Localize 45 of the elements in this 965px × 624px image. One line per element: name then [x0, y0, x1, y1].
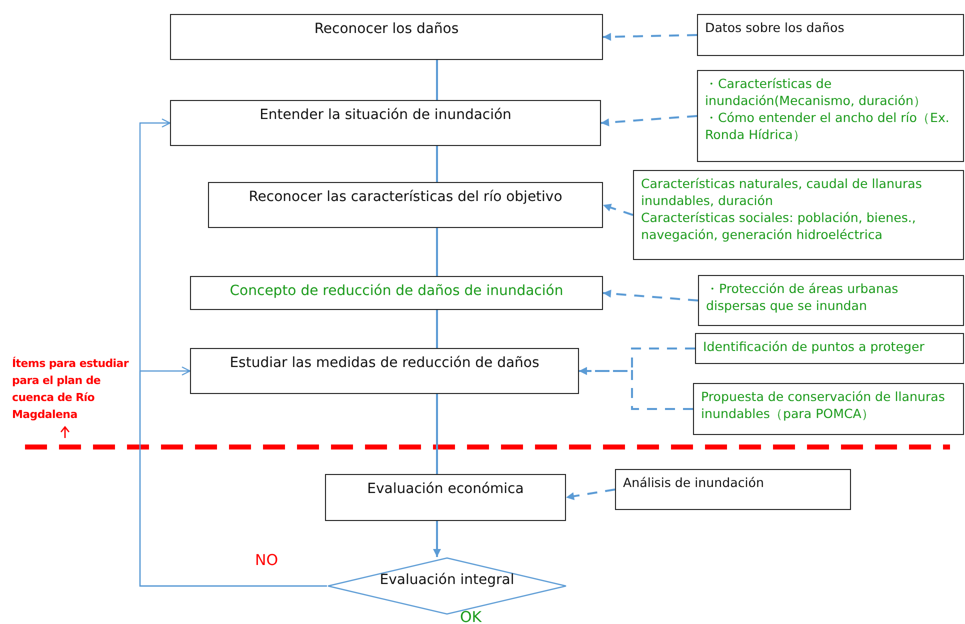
process-box [325, 474, 566, 521]
note-box [698, 275, 964, 326]
flow-line [436, 228, 438, 276]
step-text: Reconocer los daños [313, 21, 460, 37]
arrow [433, 521, 441, 557]
note-box [633, 170, 964, 260]
note-box [693, 383, 964, 435]
note-box [697, 14, 964, 56]
note-text: ・Características de inundación(Mecanismo, duración） [705, 75, 928, 109]
step-text: Reconocer las características del río objetivo [248, 189, 564, 205]
note-text: Análisis de inundación [623, 474, 765, 491]
note-text: Datos sobre los daños [705, 19, 846, 36]
dashed-arrow [602, 32, 698, 41]
edge-label: NO [255, 551, 278, 569]
note-text: Propuesta de conservación de llanuras inundables（para POMCA） [701, 388, 946, 422]
process-box [190, 276, 603, 310]
note-text: Identificación de puntos a proteger [703, 338, 926, 355]
step-text: Estudiar las medidas de reducción de daños [228, 355, 540, 371]
dashed-arrow [579, 367, 693, 410]
process-box [170, 100, 601, 146]
note-box [615, 469, 851, 510]
note-text: Características sociales: población, bienes., navegación, generación hidroeléctrica [641, 209, 917, 243]
note-box [697, 70, 964, 162]
step-text: Entender la situación de inundación [258, 107, 512, 123]
decision-text: Evaluación integral [378, 572, 516, 588]
note-text: ・Cómo entender el ancho del río（Ex. Ronda Hídrica） [705, 109, 950, 143]
note-text: ・Protección de áreas urbanas dispersas que se inundan [706, 280, 900, 314]
process-box [208, 182, 603, 228]
dashed-arrow [600, 115, 698, 126]
feedback-arrow [139, 366, 327, 587]
flow-line [436, 146, 438, 182]
flow-line [436, 60, 438, 100]
process-box [170, 14, 603, 60]
dashed-arrow [566, 488, 616, 500]
step-text: Concepto de reducción de daños de inundación [228, 283, 564, 299]
decision-label: OK [460, 608, 482, 624]
note-text: Ítems para estudiar para el plan de cuenca de Río Magdalena [12, 356, 130, 423]
dashed-arrow [602, 290, 698, 302]
dashed-arrow [602, 204, 634, 216]
step-text: Evaluación económica [366, 481, 525, 497]
flow-line [436, 310, 438, 348]
flow-line [436, 394, 438, 474]
note-text: Características naturales, caudal de llanuras inundables, duración [641, 175, 923, 209]
note-box [695, 333, 964, 364]
process-box [190, 348, 579, 394]
